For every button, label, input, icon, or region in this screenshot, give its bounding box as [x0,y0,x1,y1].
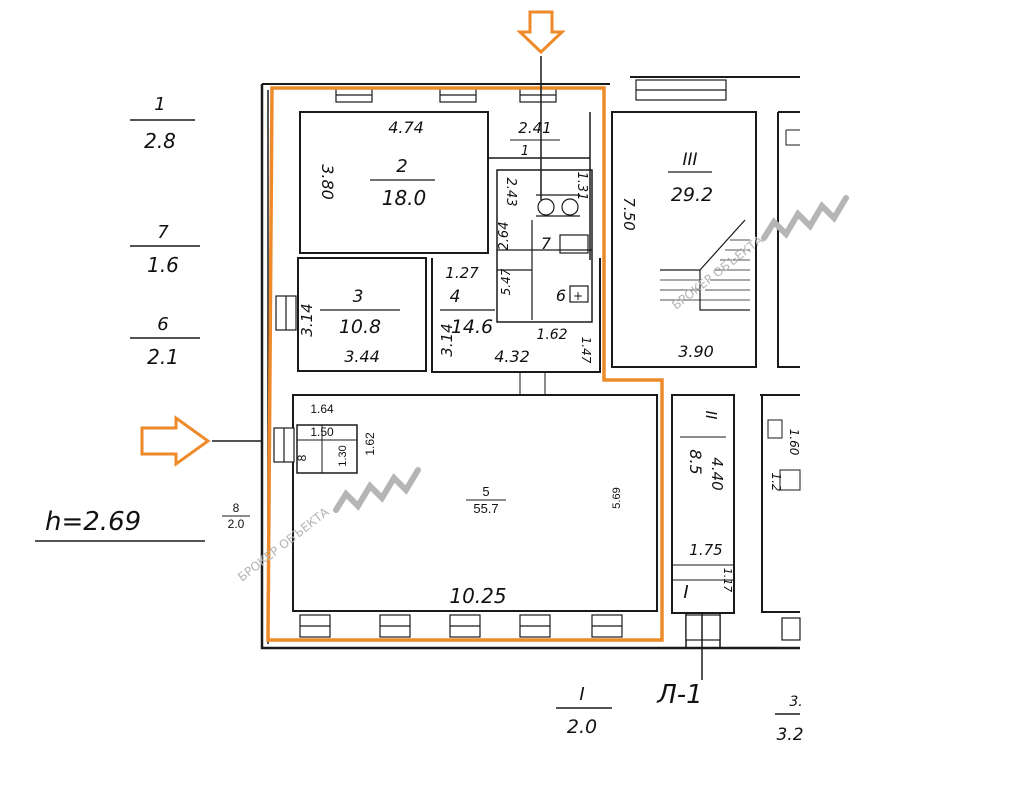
bottom-right-num: 3. [789,694,802,710]
room-3-depth: 3.14 [298,303,316,336]
room-2-width: 4.74 [388,118,424,137]
stair-2-number: II [702,411,720,420]
stair-2-area: 8.5 [686,449,705,474]
right-dim-b: 1.2 [769,472,783,491]
wc-dim-c: 2.64 [497,222,512,251]
room-5-width: 10.25 [449,584,506,608]
left-label-num: 8 [233,501,240,515]
room-8-dim-b: 1.30 [337,445,349,466]
room-4-depth: 3.14 [438,323,456,356]
room-5-area: 55.7 [473,501,498,516]
bottom-label-val: 2.0 [567,716,597,738]
legend-num-2: 7 [157,222,169,243]
stair-3-width: 3.90 [678,342,714,361]
right-partial: 1.60 1.2 [769,429,801,492]
left-label-val: 2.0 [228,517,245,531]
legend-val-1: 2.8 [144,129,176,153]
stair-2-dim-a: 1.75 [689,541,722,559]
wc-dim-e: 1.47 [579,337,593,364]
room-2b-width: 2.41 [518,119,551,137]
bottom-labels: I 2.0 Л-1 3. 3.2 [556,680,804,745]
room-8-number: 8 [295,454,309,461]
legend: 1 2.8 7 1.6 6 2.1 h=2.69 8 2.0 [35,94,250,542]
stair-2-label-i: I [683,582,688,603]
windows [273,79,801,641]
right-dim-a: 1.60 [787,429,801,456]
bottom-label-num: I [579,684,584,705]
room-2-depth: 3.80 [318,164,337,200]
watermark-logo-icon [333,195,849,513]
room-5-depth: 5.69 [611,487,623,508]
wc-block: 2.43 1.31 2.64 5.47 1.47 7 6 + [497,172,593,364]
bottom-right-val: 3.2 [776,725,803,745]
highlighted-area-outline [266,86,664,642]
wc-dim-d: 5.47 [499,268,513,295]
room-4: 1.27 4 14.6 3.14 1.62 4.32 [438,264,568,366]
room-6-number: 6 [556,286,566,305]
room-7-number: 7 [541,234,552,253]
stair-3: III 29.2 7.50 3.90 [620,150,714,361]
room-3-number: 3 [353,287,364,307]
room-8-dim-c: 1.62 [363,432,377,456]
room-8-dim-a: 1.50 [310,425,334,439]
stair-2-dim-b: 1.17 [721,568,734,593]
stair-2: II 8.5 4.40 1.75 I 1.17 [680,411,734,603]
stair-2-depth: 4.40 [708,457,726,490]
entrance-arrow-left-icon [140,415,262,467]
stair-3-depth: 7.50 [620,197,638,230]
room-3-width: 3.44 [344,347,380,366]
room-4-number: 4 [450,287,461,307]
room-2b: 2.41 1 [510,119,560,159]
cross-mark-icon: + [573,289,583,303]
room-2: 4.74 2 18.0 3.80 [318,118,435,210]
room-8-dim-w: 1.64 [310,402,334,416]
legend-num-1: 1 [154,94,165,115]
stair-3-area: 29.2 [671,184,713,206]
room-4-width: 4.32 [494,347,530,366]
room-3-area: 10.8 [339,316,381,338]
wc-dim-a: 2.43 [503,178,518,207]
room-3: 3 10.8 3.44 3.14 [298,287,400,366]
legend-val-3: 2.1 [147,345,179,369]
legend-num-3: 6 [157,314,168,335]
room-5: 1.64 1.50 8 1.30 1.62 5 55.7 5.69 10.25 [295,402,623,608]
building-walls [260,76,801,650]
room-4-dim-b: 1.62 [536,327,567,343]
height-label: h=2.69 [45,507,141,537]
stair-3-number: III [682,150,697,170]
wc-dim-b: 1.31 [574,172,589,201]
entrance-arrow-top-icon [516,10,566,200]
entrance-label: Л-1 [656,680,702,710]
room-2-area: 18.0 [382,186,427,210]
room-2-number: 2 [396,156,407,177]
room-4-area: 14.6 [451,316,493,338]
room-5-number: 5 [482,484,489,499]
room-4-dim-a: 1.27 [445,264,479,282]
room-2b-mark: 1 [521,144,529,159]
legend-val-2: 1.6 [147,253,179,277]
